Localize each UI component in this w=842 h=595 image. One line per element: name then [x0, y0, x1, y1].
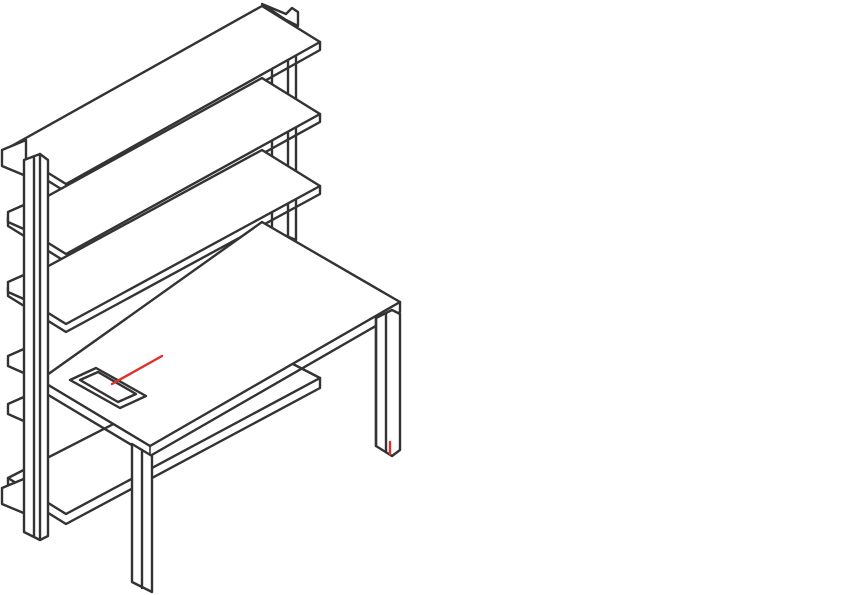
- cable-line: [110, 354, 164, 386]
- desk-leg-right: [374, 308, 402, 458]
- shelf-brackets: [0, 138, 28, 516]
- front-upright: [22, 152, 50, 542]
- desk-leg-left: [130, 442, 154, 594]
- cable-grommet: [68, 366, 148, 410]
